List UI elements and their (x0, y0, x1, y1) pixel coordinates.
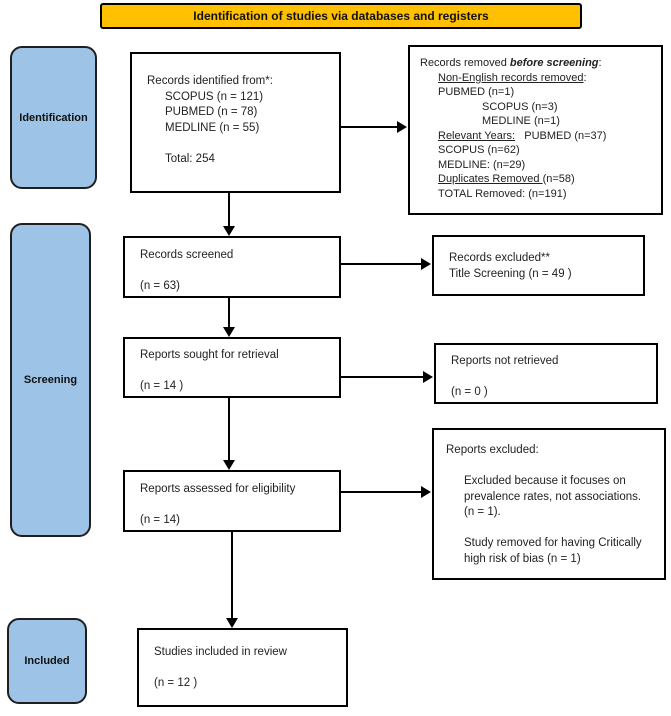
stage-label-included: Included (7, 618, 87, 704)
stage-label-identification: Identification (10, 46, 97, 189)
records-excluded-box: Records excluded** Title Screening (n = 4… (432, 235, 645, 296)
arrow-identified-to-screened (223, 193, 235, 236)
text-line: SCOPUS (n=3) (482, 100, 558, 113)
text-line (147, 136, 331, 152)
text-line: (n = 63) (140, 280, 180, 293)
arrow-assessed-to-studies-included (226, 532, 238, 628)
text-line: Non-English records removed: (438, 71, 587, 84)
arrow-sought-to-not-retrieved (341, 371, 433, 383)
text-line: (n = 12 ) (154, 677, 198, 690)
stage-label-screening: Screening (10, 223, 91, 537)
arrow-screened-to-sought (223, 298, 235, 337)
text-line: Relevant Years: PUBMED (n=37) (438, 129, 607, 142)
records-screened-box: Records screened (n = 63) (123, 236, 341, 298)
text-line: MEDLINE (n=1) (482, 115, 560, 128)
text-line: (n = 14) (140, 514, 180, 527)
text-line: (n = 0 ) (451, 386, 488, 399)
text-line: Reports not retrieved (451, 355, 559, 367)
studies-included-box: Studies included in review (n = 12 ) (137, 628, 348, 707)
text-line: SCOPUS (n = 121) (165, 90, 264, 103)
text-line: MEDLINE: (n=29) (438, 158, 526, 171)
text-line: Records screened (140, 249, 234, 261)
text-line: Studies included in review (154, 646, 287, 658)
text-line: PUBMED (n=1) (438, 86, 515, 99)
text-line (140, 364, 331, 380)
reports-excluded-box: Reports excluded: Excluded because it fo… (432, 428, 666, 580)
reports-assessed-box: Reports assessed for eligibility (n = 14… (123, 470, 341, 532)
title-banner: Identification of studies via databases … (100, 3, 582, 29)
reports-sought-box: Reports sought for retrieval (n = 14 ) (123, 337, 341, 398)
text-line (154, 661, 338, 677)
text-line: Reports assessed for eligibility (140, 483, 296, 495)
text-line (451, 370, 648, 386)
arrow-sought-to-assessed (223, 397, 235, 470)
records-removed-before-screening-box: Records removed before screening: Non-Eng… (408, 45, 663, 215)
records-identified-box: Records identified from*: SCOPUS (n = 121… (130, 52, 341, 193)
text-line: PUBMED (n = 78) (165, 106, 258, 119)
text-line: SCOPUS (n=62) (438, 144, 520, 157)
arrow-identified-to-removed (341, 121, 407, 133)
text-line: Excluded because it focuses on prevalenc… (464, 475, 645, 519)
text-line (446, 459, 654, 475)
text-line: Records excluded** (449, 252, 551, 264)
reports-not-retrieved-box: Reports not retrieved (n = 0 ) (434, 343, 658, 404)
text-line: MEDLINE (n = 55) (165, 121, 260, 134)
text-line (140, 498, 331, 514)
arrow-screened-to-excluded (341, 258, 431, 270)
text-line: Records identified from*: (147, 75, 273, 87)
text-line: TOTAL Removed: (n=191) (438, 187, 567, 200)
text-line: Study removed for having Critically high… (464, 537, 645, 565)
text-line: Duplicates Removed (n=58) (438, 173, 575, 186)
text-line: Title Screening (n = 49 ) (449, 267, 572, 280)
text-line: (n = 14 ) (140, 380, 184, 393)
arrow-assessed-to-reports-excluded (341, 486, 431, 498)
text-line: Reports excluded: (446, 444, 539, 456)
text-line (446, 521, 654, 537)
text-line: Records removed before screening: (420, 57, 602, 69)
text-line: Reports sought for retrieval (140, 349, 279, 361)
text-line (140, 264, 331, 280)
text-line: Total: 254 (165, 152, 215, 165)
